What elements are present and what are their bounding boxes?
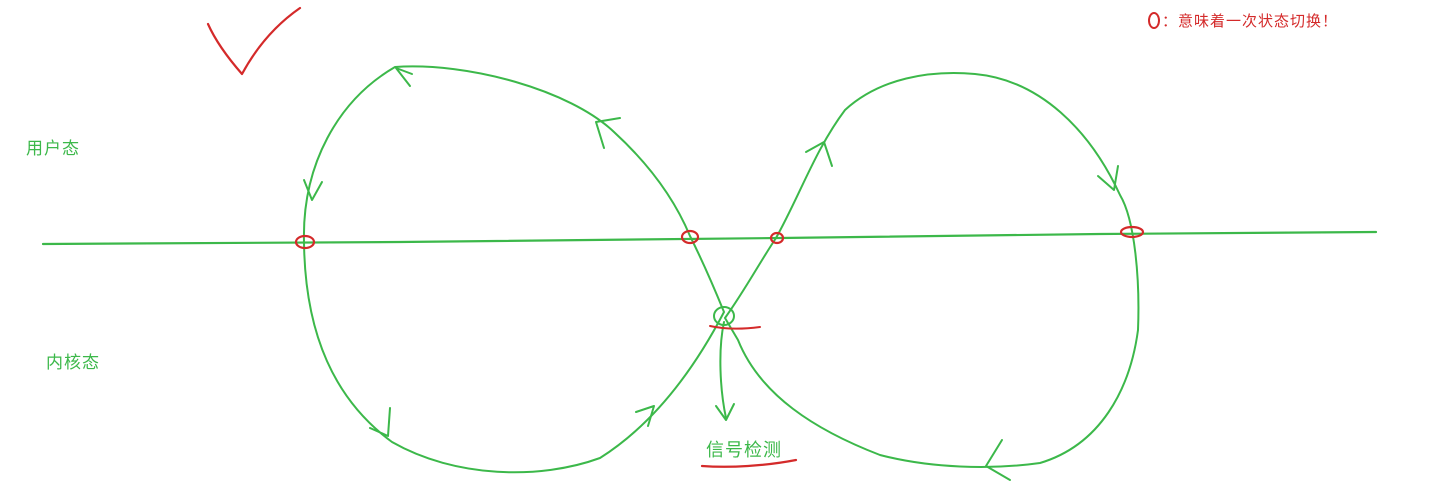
right-loop-path xyxy=(724,72,1140,468)
red-circle-icon xyxy=(1148,12,1160,29)
kernel-mode-label: 内核态 xyxy=(46,353,100,373)
arrow-top-left-icon xyxy=(395,67,413,87)
state-switch-markers xyxy=(294,225,1145,250)
legend-text: ：意味着一次状态切换！ xyxy=(1162,12,1339,30)
arrow-bottom-right-icon xyxy=(985,439,1011,481)
arrow-bottom-middle-icon xyxy=(635,405,655,427)
arrow-left-down-icon xyxy=(303,179,323,201)
signal-check-point-icon xyxy=(713,306,735,326)
direction-arrows xyxy=(303,67,1119,481)
signal-check-arrow-line xyxy=(719,321,727,419)
arrow-signal-check-icon xyxy=(715,403,735,421)
red-circle-icon xyxy=(769,231,785,245)
red-circle-icon xyxy=(294,234,316,250)
check-mark-icon xyxy=(206,6,302,76)
arrow-top-middle-icon xyxy=(595,117,621,149)
arrow-top-right-icon xyxy=(1097,165,1119,191)
signal-check-point-underline xyxy=(709,325,761,330)
signal-check-label-underline xyxy=(700,458,798,468)
mode-boundary-line xyxy=(41,230,1378,246)
arrow-right-up-icon xyxy=(805,141,833,167)
signal-check-label: 信号检测 xyxy=(706,440,782,461)
left-loop-path xyxy=(302,65,725,474)
legend: ：意味着一次状态切换！ xyxy=(1148,10,1338,31)
user-mode-label: 用户态 xyxy=(26,139,80,159)
red-circle-icon xyxy=(1119,225,1145,239)
arrow-bottom-left-icon xyxy=(369,407,391,437)
red-circle-icon xyxy=(680,229,700,245)
